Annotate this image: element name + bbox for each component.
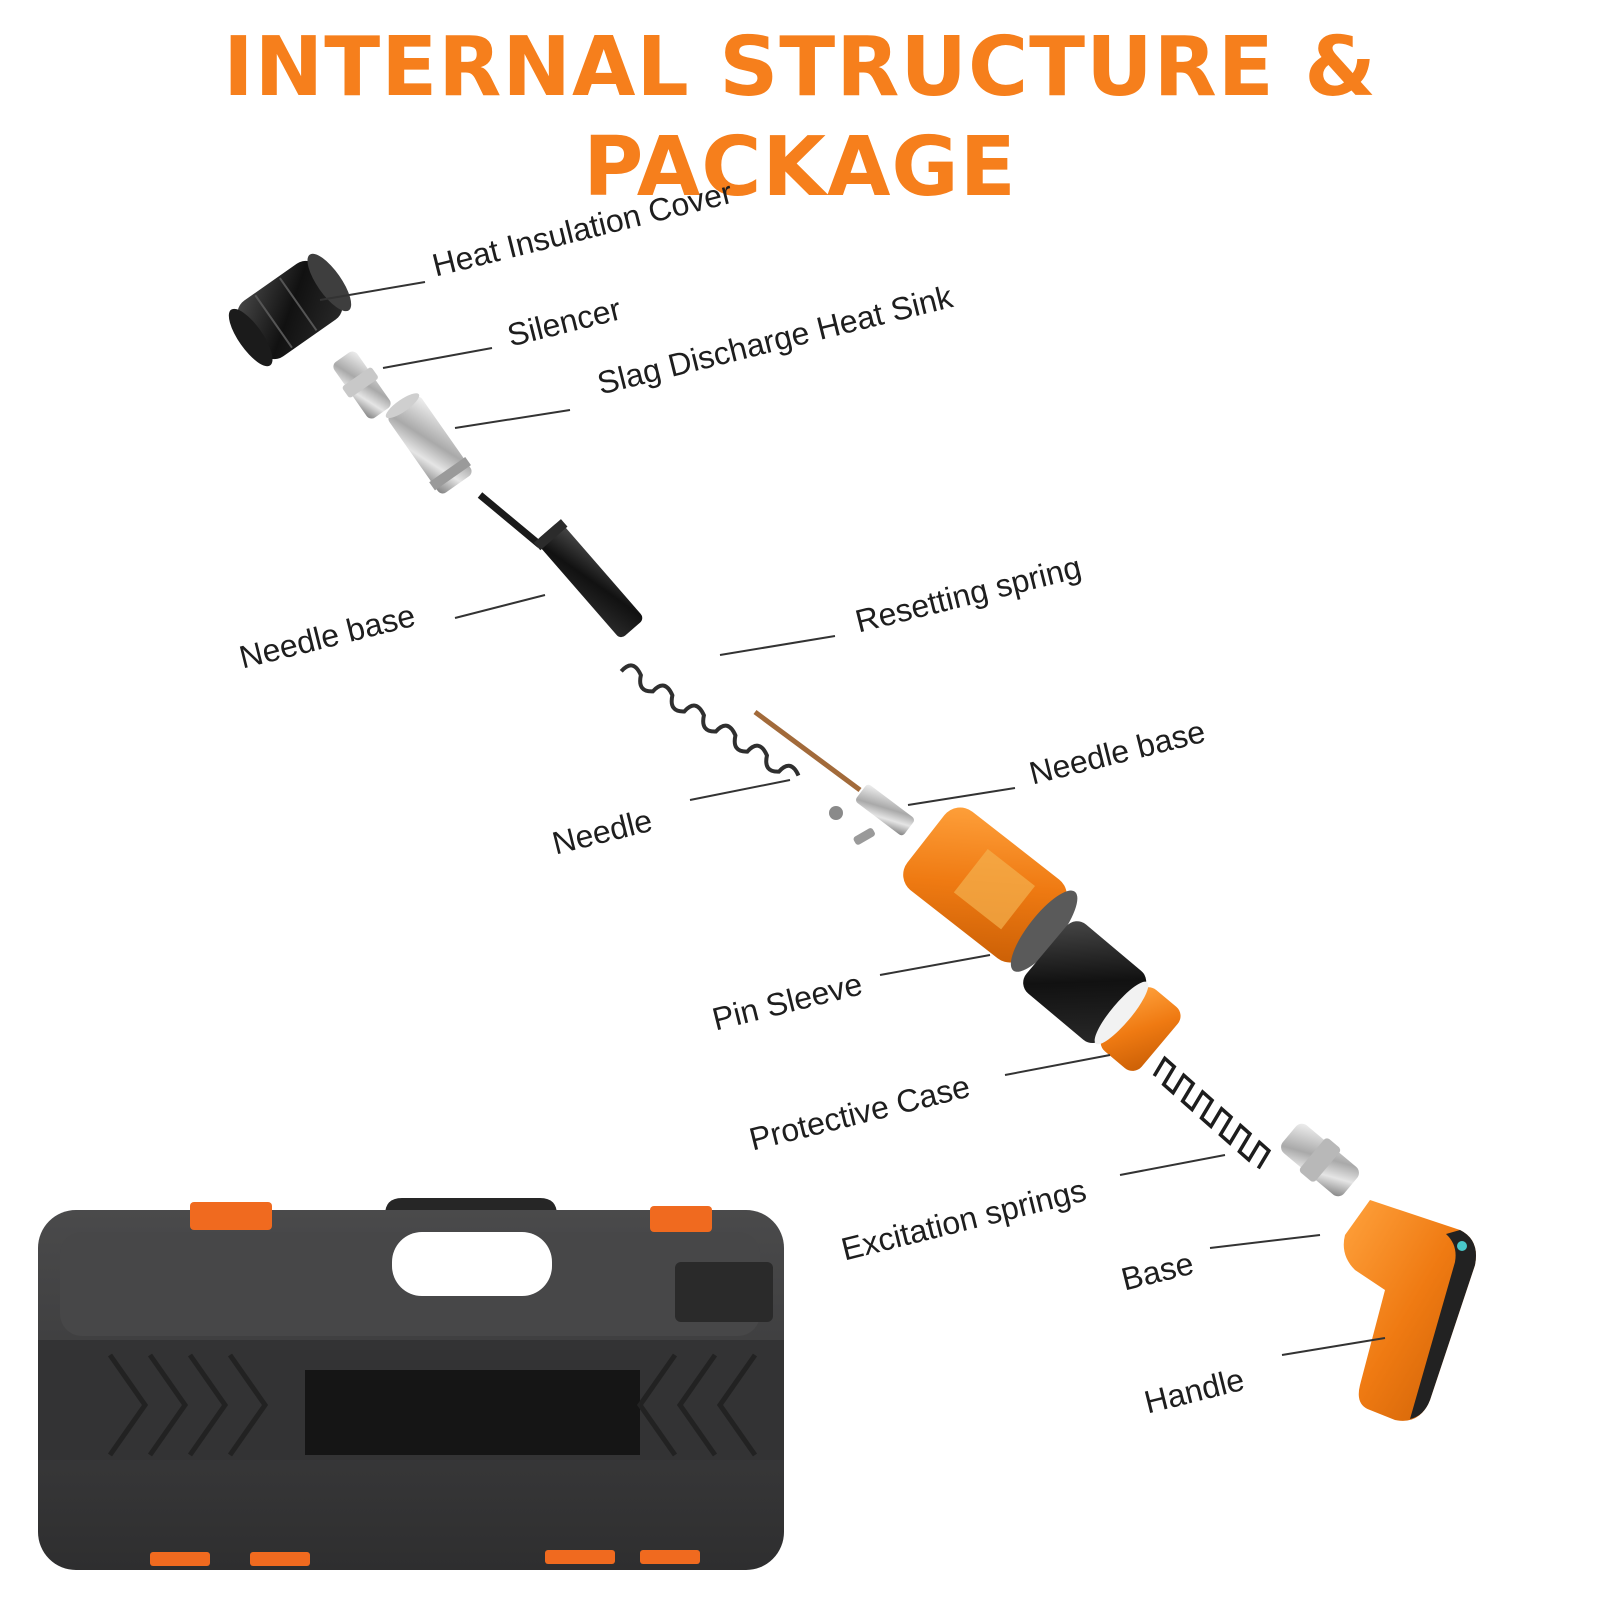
protective-case-part [1023, 921, 1181, 1071]
needle-base-upper-part [533, 519, 643, 638]
needle-base-lower-part [856, 784, 914, 836]
needle-part [753, 709, 862, 793]
page-title: INTERNAL STRUCTURE & PACKAGE [223, 20, 1377, 215]
case-latch-right [650, 1206, 712, 1232]
case-chevrons-right [636, 1353, 758, 1457]
carrying-case [38, 1198, 784, 1570]
case-chevrons-left [107, 1353, 269, 1457]
case-center-panel [305, 1370, 640, 1455]
handle-part [1343, 1200, 1476, 1421]
base-part [1281, 1123, 1359, 1197]
excitation-springs-part [1152, 1055, 1272, 1170]
heat-insulation-cover-part [228, 253, 352, 367]
leader-lines [319, 281, 1386, 1356]
case-label-recess [675, 1262, 773, 1322]
silencer-part [333, 351, 391, 419]
slag-discharge-heat-sink-part [385, 393, 472, 494]
pin-sleeve-part [903, 807, 1078, 972]
rod-part [477, 492, 543, 548]
small-spring-part [853, 828, 875, 845]
resetting-spring-part [619, 663, 801, 777]
small-ball-part [829, 806, 843, 820]
case-latch-left [190, 1202, 272, 1230]
